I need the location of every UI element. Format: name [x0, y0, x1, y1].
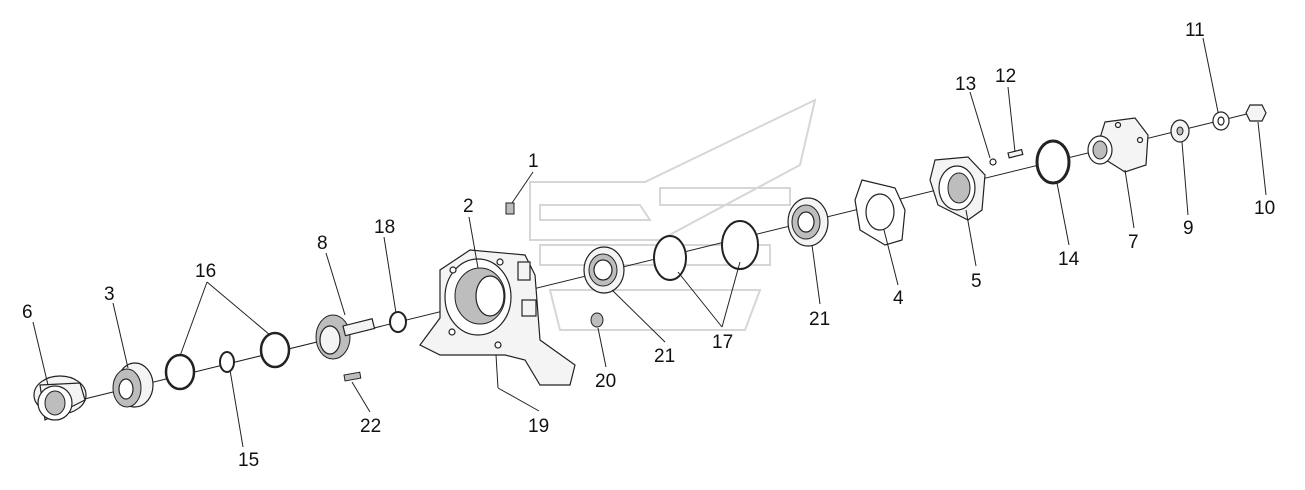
part-22-key	[343, 371, 362, 382]
part-16-snap-ring-right	[259, 331, 291, 369]
part-2-housing	[419, 249, 576, 386]
part-10-nut	[1245, 104, 1267, 122]
label-7: 7	[1128, 232, 1139, 253]
part-15-small-ring	[219, 351, 235, 373]
part-7-output-flange	[1087, 117, 1149, 173]
label-3: 3	[104, 284, 115, 305]
label-13: 13	[955, 74, 976, 95]
label-18: 18	[374, 217, 395, 238]
label-6: 6	[22, 302, 33, 323]
part-4-gasket	[854, 179, 906, 246]
part-3-splined-sleeve	[112, 362, 154, 408]
label-11: 11	[1185, 20, 1205, 41]
label-21-left: 21	[654, 346, 675, 367]
label-4: 4	[893, 288, 904, 309]
leader-lines	[32, 37, 1267, 448]
part-17-retaining-ring-b	[721, 220, 759, 270]
part-6-needle-bearing	[33, 375, 87, 421]
label-22: 22	[360, 416, 381, 437]
label-14: 14	[1058, 249, 1080, 270]
label-16: 16	[195, 261, 216, 282]
part-11-flat-washer	[1212, 111, 1230, 131]
label-2: 2	[463, 196, 474, 217]
part-21-seal-left	[583, 246, 625, 294]
part-19-screw	[495, 354, 499, 389]
label-21-right: 21	[809, 309, 830, 330]
label-15: 15	[238, 450, 259, 471]
part-5-cover-flange	[929, 156, 986, 221]
label-10: 10	[1254, 198, 1275, 219]
part-8-gear-shaft	[315, 314, 376, 360]
label-19: 19	[528, 416, 549, 437]
label-9: 9	[1183, 218, 1194, 239]
part-20-bushing	[590, 312, 604, 328]
label-12: 12	[995, 66, 1016, 87]
part-16-snap-ring-left	[164, 353, 196, 391]
label-20: 20	[595, 371, 616, 392]
label-5: 5	[971, 271, 982, 292]
label-1: 1	[528, 151, 539, 172]
label-17: 17	[712, 332, 733, 353]
part-21-seal-right	[787, 197, 829, 247]
watermark-logo	[529, 98, 817, 331]
part-12-bolt	[1007, 148, 1024, 159]
label-8: 8	[317, 233, 328, 254]
part-14-seal-ring	[1035, 139, 1071, 185]
part-number-labels: 6 3 16 15 8 22 18 2 1 19 20 21 17 21 4 5…	[22, 20, 1275, 471]
part-9-washer	[1170, 119, 1190, 143]
part-17-retaining-ring-a	[653, 235, 687, 281]
part-1-grease-fitting	[505, 202, 515, 215]
part-18-o-ring	[389, 311, 407, 333]
part-13-washer	[989, 158, 997, 166]
